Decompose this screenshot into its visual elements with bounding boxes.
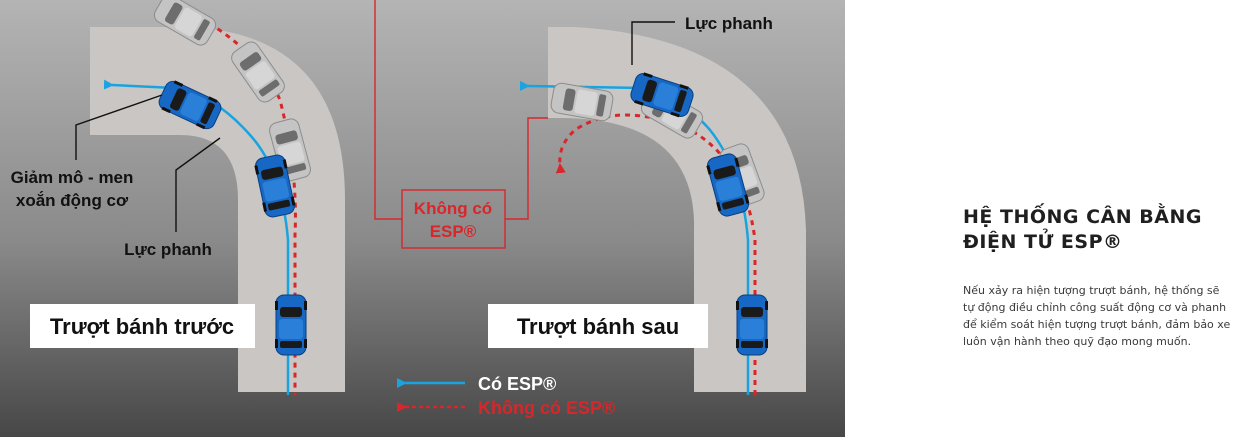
callout-line-right xyxy=(505,117,548,220)
label-rear-brake: Lực phanh xyxy=(685,14,773,33)
legend-no-esp-label: Không có ESP® xyxy=(478,398,615,418)
callout-line2: ESP® xyxy=(430,222,477,241)
info-panel: HỆ THỐNG CÂN BẰNG ĐIỆN TỬ ESP® Nếu xảy r… xyxy=(963,205,1233,350)
front-panel-title: Trượt bánh trước xyxy=(50,314,234,339)
label-torque-line1: Giảm mô - men xyxy=(11,168,134,187)
leader-front-brake xyxy=(175,137,221,232)
info-title-line1: HỆ THỐNG CÂN BẰNG xyxy=(963,206,1202,228)
front-car-straight xyxy=(274,294,308,356)
callout-line1: Không có xyxy=(414,199,492,218)
front-title-box xyxy=(30,304,255,348)
legend-esp-label: Có ESP® xyxy=(478,374,556,394)
rear-no-esp-path xyxy=(555,113,757,395)
leader-rear-brake xyxy=(631,21,675,65)
callout-line-left xyxy=(374,0,402,220)
esp-diagram-svg: Không có ESP® Giảm mô - men xoắn động cơ… xyxy=(0,0,845,437)
info-title-line2: ĐIỆN TỬ ESP® xyxy=(963,231,1123,253)
label-torque-line2: xoắn động cơ xyxy=(16,191,129,210)
leader-torque xyxy=(75,94,163,160)
info-body: Nếu xảy ra hiện tượng trượt bánh, hệ thố… xyxy=(963,284,1231,348)
rear-title-box xyxy=(488,304,708,348)
info-title: HỆ THỐNG CÂN BẰNG ĐIỆN TỬ ESP® xyxy=(963,205,1233,255)
esp-diagram: Không có ESP® Giảm mô - men xoắn động cơ… xyxy=(0,0,845,437)
rear-panel-title: Trượt bánh sau xyxy=(517,314,679,339)
callout-box xyxy=(401,189,506,249)
rear-car-straight xyxy=(735,294,769,356)
label-front-brake: Lực phanh xyxy=(124,240,212,259)
